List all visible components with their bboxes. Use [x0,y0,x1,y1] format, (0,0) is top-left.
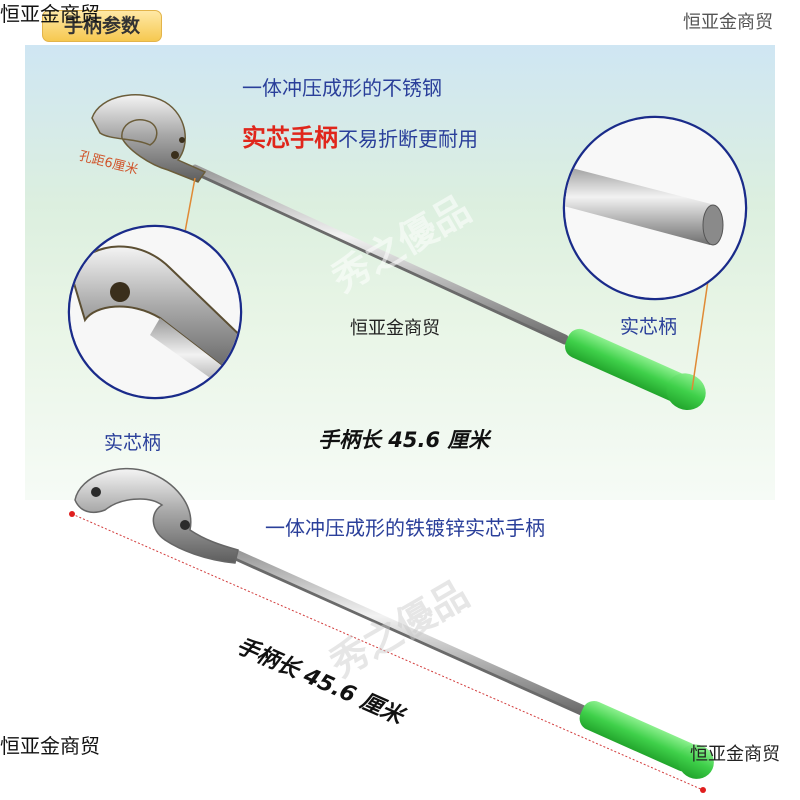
handle-params-tag: 手柄参数 [42,10,162,42]
top-caption-red: 实芯手柄 [242,124,338,152]
bottom-caption: 一体冲压成形的铁镀锌实芯手柄 [265,516,545,540]
bottom-wrench [74,467,714,779]
top-caption-line2: 实芯手柄不易折断更耐用 [242,118,478,153]
left-callout-label: 实芯柄 [104,432,162,454]
left-zoom-circle [67,224,243,400]
watermark-center: 恒亚金商贸 [350,318,440,339]
watermark-bottom-left: 恒亚金商贸 [0,734,100,758]
top-caption-line1: 一体冲压成形的不锈钢 [242,76,442,100]
watermark-bottom-right: 恒亚金商贸 [690,744,780,765]
watermark-top-left: 恒亚金商贸 [0,2,100,26]
top-length-label: 手柄长 45.6 厘米 [318,428,490,452]
top-caption-rest: 不易折断更耐用 [338,127,478,151]
top-wrench [91,94,706,411]
right-callout-label: 实芯柄 [620,316,678,338]
watermark-top-right: 恒亚金商贸 [683,12,773,33]
right-zoom-circle [562,115,748,301]
